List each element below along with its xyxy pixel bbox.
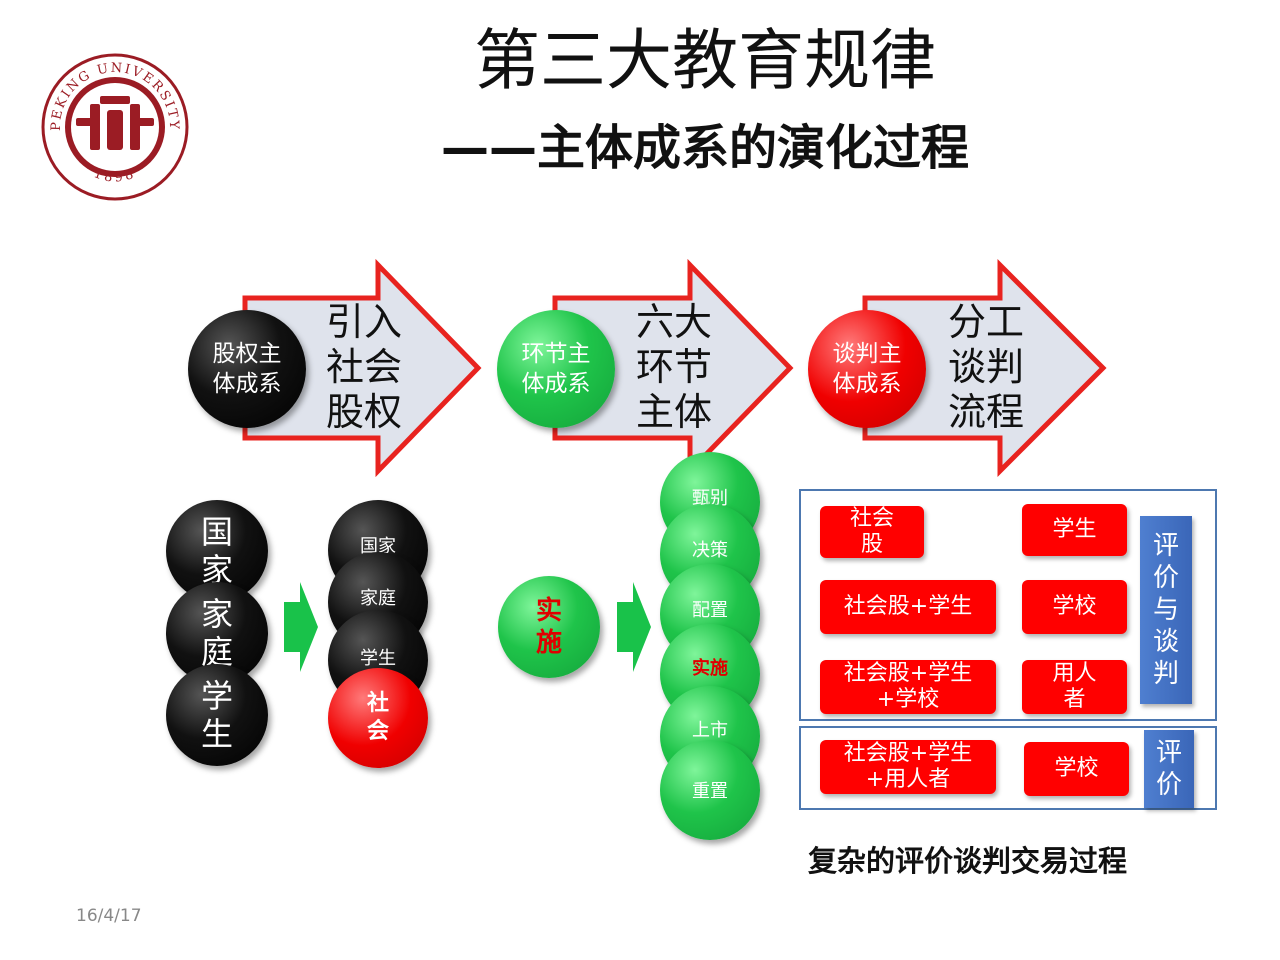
stack-circle-label: 配置 (692, 600, 728, 621)
stage-circle-label: 谈判主 体成系 (832, 341, 902, 397)
circle-implementation: 实 施 (498, 576, 600, 678)
label-evaluation: 评 价 (1144, 730, 1194, 808)
green-arrow-middle (617, 582, 651, 672)
stage-circle-equity: 股权主 体成系 (188, 310, 306, 428)
circle-label: 学 生 (200, 677, 233, 753)
stack-circle-label: 上市 (692, 720, 728, 741)
box-social-equity: 社会 股 (820, 506, 924, 558)
box-equity-student-school: 社会股+学生 +学校 (820, 660, 996, 714)
circle-student: 学 生 (166, 664, 268, 766)
stage-arrow-text-3: 分工 谈判 流程 (947, 300, 1024, 434)
stack-circle-label: 学生 (360, 648, 396, 669)
page-title: 第三大教育规律 (474, 22, 936, 99)
label-evaluation-negotiation: 评 价 与 谈 判 (1140, 516, 1192, 704)
svg-text:1898: 1898 (92, 166, 139, 186)
box-equity-student: 社会股+学生 (820, 580, 996, 634)
stage-circle-label: 股权主 体成系 (212, 341, 282, 397)
logo-year: 1898 (92, 166, 136, 186)
stage-circle-negotiation: 谈判主 体成系 (808, 310, 926, 428)
evaluation-frame (799, 726, 1217, 810)
box-equity-student-employer: 社会股+学生 +用人者 (820, 740, 996, 794)
stage-circle-label: 环节主 体成系 (521, 341, 591, 397)
circle-label: 国 家 (200, 513, 233, 589)
green-arrow-left (284, 582, 318, 672)
stack-circle-reset: 重置 (660, 740, 760, 840)
box-student: 学生 (1022, 504, 1127, 556)
stack-circle-label: 实施 (692, 658, 728, 679)
stage-arrow-2 (552, 258, 794, 478)
evaluation-negotiation-frame (799, 489, 1217, 721)
stack-circle-label: 甄别 (692, 488, 728, 509)
circle-label: 实 施 (535, 596, 562, 658)
stack-circle-label: 重置 (692, 781, 728, 802)
stack-circle-label: 决策 (692, 540, 728, 561)
circle-label: 家 庭 (200, 595, 233, 671)
box-employer: 用人 者 (1022, 660, 1127, 714)
page-subtitle: ——主体成系的演化过程 (440, 120, 969, 176)
stack-circle-label: 社 会 (366, 691, 389, 744)
stage-arrow-text-1: 引入 社会 股权 (325, 300, 402, 434)
stack-circle-label: 家庭 (360, 588, 396, 609)
slide-date: 16/4/17 (76, 906, 142, 926)
box-school: 学校 (1022, 580, 1127, 634)
stage-arrow-text-2: 六大 环节 主体 (635, 300, 712, 434)
stage-arrow-3 (862, 258, 1107, 478)
stack-circle-society: 社 会 (328, 668, 428, 768)
stage-circle-link: 环节主 体成系 (497, 310, 615, 428)
stage-arrow-1 (242, 258, 482, 478)
peking-university-logo: PEKING UNIVERSITY 1898 (41, 53, 189, 201)
stack-circle-label: 国家 (360, 536, 396, 557)
box-school-bottom: 学校 (1024, 742, 1129, 796)
panel-caption: 复杂的评价谈判交易过程 (808, 844, 1128, 878)
